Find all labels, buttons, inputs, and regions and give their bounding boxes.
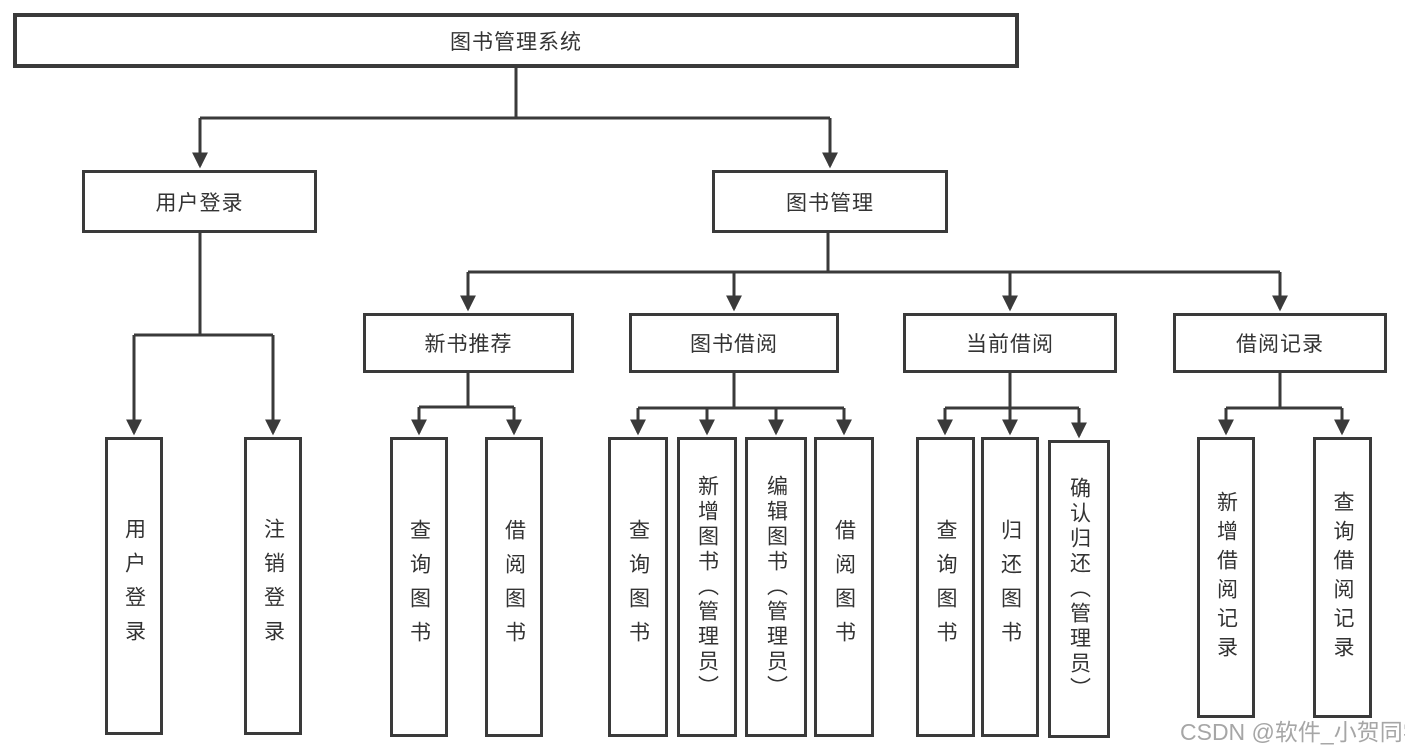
leaf-edit-books-admin: 编辑图书（管理员） — [745, 437, 807, 737]
node-book-management: 图书管理 — [712, 170, 948, 233]
leaf-logout: 注销登录 — [244, 437, 302, 735]
leaf-query-books-3: 查询图书 — [916, 437, 975, 737]
leaf-borrow-books-1: 借阅图书 — [485, 437, 543, 737]
leaf-confirm-return-admin: 确认归还（管理员） — [1048, 440, 1110, 738]
node-current-borrow: 当前借阅 — [903, 313, 1117, 373]
leaf-add-books-admin: 新增图书（管理员） — [677, 437, 737, 737]
node-borrow-records-label: 借阅记录 — [1236, 333, 1324, 356]
node-current-borrow-label: 当前借阅 — [966, 333, 1054, 356]
node-book-borrow-label: 图书借阅 — [690, 333, 778, 356]
leaf-user-login: 用户登录 — [105, 437, 163, 735]
node-root-label: 图书管理系统 — [450, 30, 582, 54]
leaf-query-borrow-record: 查询借阅记录 — [1313, 437, 1372, 718]
leaf-query-books-1: 查询图书 — [390, 437, 448, 737]
leaf-add-borrow-record: 新增借阅记录 — [1197, 437, 1255, 718]
node-book-management-label: 图书管理 — [786, 191, 874, 215]
leaf-return-books: 归还图书 — [981, 437, 1039, 737]
node-root: 图书管理系统 — [13, 13, 1019, 68]
leaf-borrow-books-2: 借阅图书 — [814, 437, 874, 737]
leaf-query-books-2: 查询图书 — [608, 437, 668, 737]
node-new-book-recommend-label: 新书推荐 — [424, 333, 513, 356]
watermark: CSDN @软件_小贺同学 — [1180, 719, 1405, 745]
node-user-login: 用户登录 — [82, 170, 317, 233]
node-new-book-recommend: 新书推荐 — [363, 313, 574, 373]
node-book-borrow: 图书借阅 — [629, 313, 839, 373]
node-user-login-label: 用户登录 — [155, 191, 244, 215]
node-borrow-records: 借阅记录 — [1173, 313, 1387, 373]
